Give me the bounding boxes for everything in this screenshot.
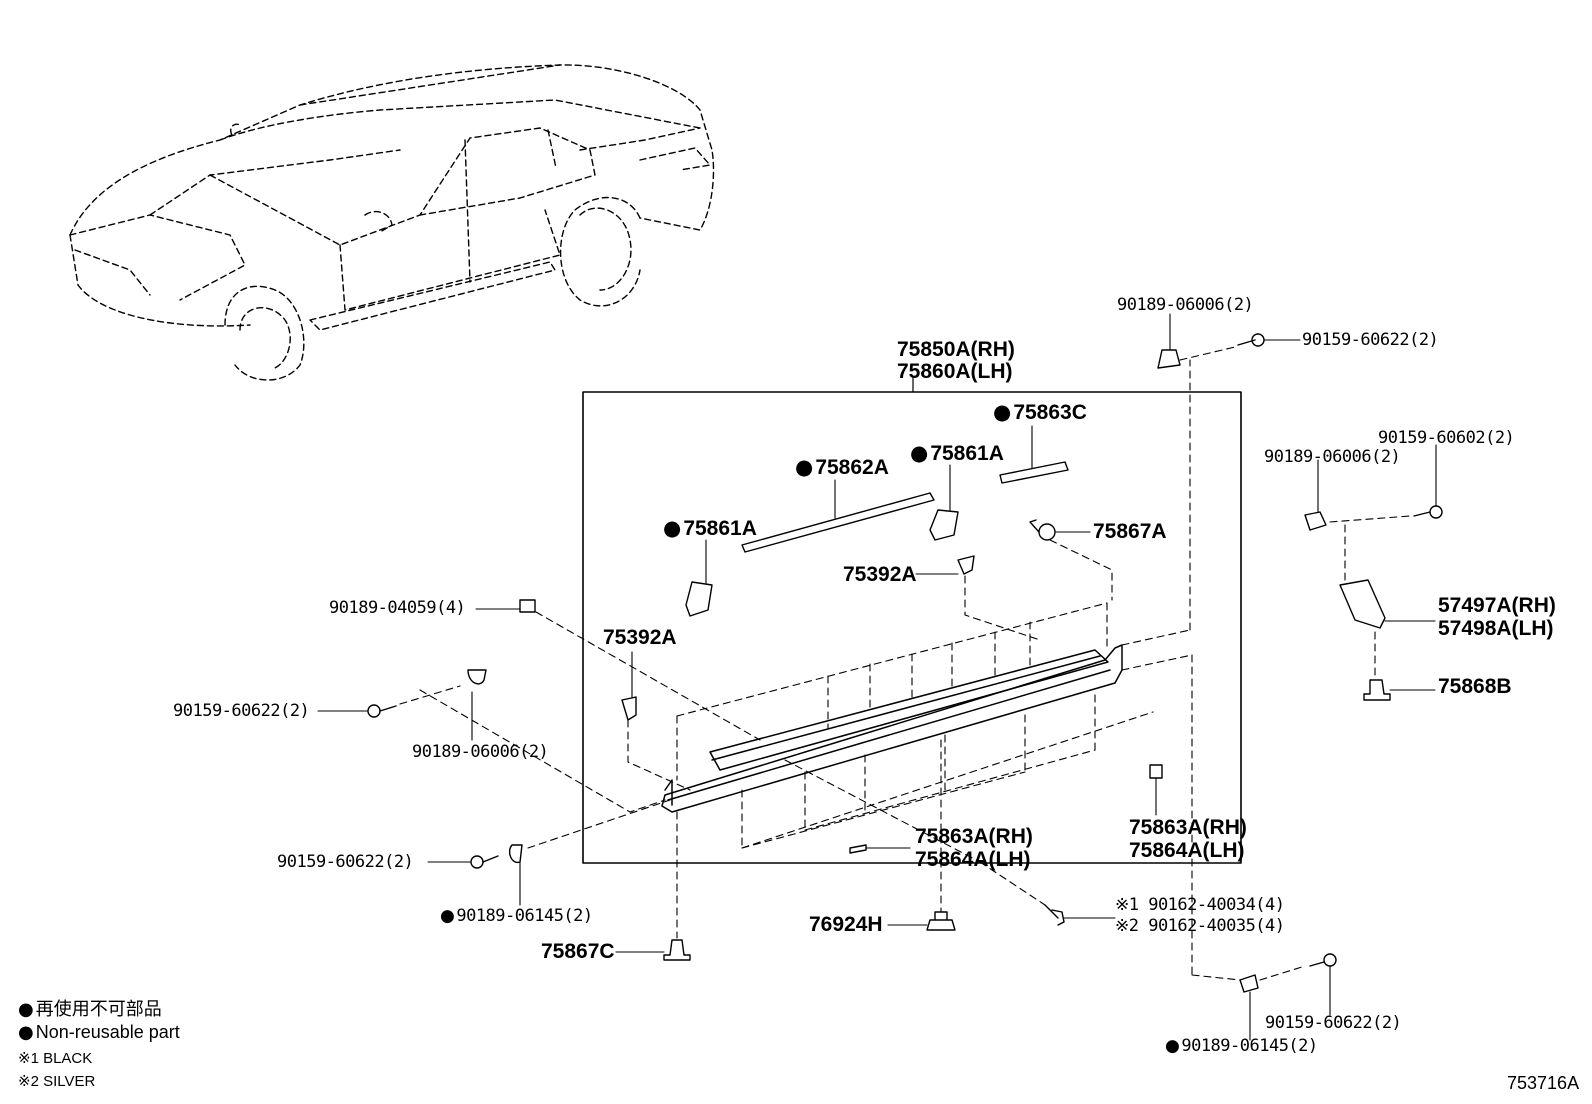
part-75392a-lower-label: 75392A [603,626,677,649]
part-57497a-label: 57497A(RH) [1438,594,1556,617]
bracket-57497a [1339,579,1386,629]
end-cap-upper [929,509,959,541]
clip-75392a-lower [621,696,637,721]
part-90189-04059-label: 90189-04059(4) [329,598,466,618]
part-90162-40035-label: ※2 90162-40035(4) [1115,916,1285,936]
nut-90189-06006-right [1304,511,1327,531]
legend-non-reusable-jp: 再使用不可部品 [18,995,162,1021]
screw-right [1429,505,1443,519]
rocker-panel-moulding [661,644,1123,813]
nut-90189-06006-top [1157,349,1181,369]
part-90189-06006-left-label: 90189-06006(2) [412,742,549,762]
moulding-strip-75862a [741,492,935,553]
part-75863a-mid-rh-label: 75863A(RH) [915,825,1033,848]
screw-br [1323,953,1337,967]
part-90159-60622-left-label: 90159-60622(2) [173,701,310,721]
part-90159-60602-label: 90159-60602(2) [1378,428,1515,448]
part-75868b-label: 75868B [1438,675,1512,698]
garnish-strip-75863c [999,461,1069,484]
part-75864a-mid-lh-label: 75864A(LH) [915,848,1031,871]
clip-75392a-upper [957,555,975,575]
car-illustration [69,64,715,381]
end-cap-lower [685,581,713,617]
part-90189-06006-top-label: 90189-06006(2) [1117,295,1254,315]
clip-locator-lines [676,359,1193,976]
part-75861a-upper-label: 75861A [910,443,1004,464]
assembly-box [582,391,1242,864]
assembly-rh-label: 75850A(RH) [897,338,1015,361]
part-75862a-label: 75862A [795,457,889,478]
grommet-left [467,669,487,685]
screw-left-upper [367,704,381,718]
grommet-left-lower [508,844,523,864]
part-90159-60622-br-label: 90159-60622(2) [1265,1013,1402,1033]
part-57498a-label: 57498A(LH) [1438,617,1554,640]
part-90189-06006-right-label: 90189-06006(2) [1264,447,1401,467]
clip-75867a [1038,523,1056,541]
legend-non-reusable-en: Non-reusable part [18,1022,180,1043]
clip-75867c [663,939,691,961]
part-90189-06145-left-label: 90189-06145(2) [440,906,593,926]
part-75392a-upper-label: 75392A [843,563,917,586]
part-90189-06145-br-label: 90189-06145(2) [1165,1036,1318,1056]
grommet-br [1239,974,1259,993]
part-76924h-label: 76924H [809,913,883,936]
part-75863a-right-rh-label: 75863A(RH) [1129,816,1247,839]
part-75867c-label: 75867C [541,940,615,963]
figure-id: 753716A [1507,1073,1580,1093]
legend-silver: ※2 SILVER [18,1073,96,1090]
clip-75868b [1363,679,1391,701]
nut-90189-04059 [519,599,536,613]
part-75863c-label: 75863C [993,402,1087,423]
part-75861a-lower-label: 75861A [663,518,757,539]
part-75864a-right-lh-label: 75864A(LH) [1129,839,1245,862]
part-90162-40034-label: ※1 90162-40034(4) [1115,895,1285,915]
fastener-76924h [926,911,956,931]
legend-black: ※1 BLACK [18,1050,93,1067]
part-90159-60622-top-label: 90159-60622(2) [1302,330,1439,350]
pin-75863a-mid [849,844,867,854]
pin-75863a-right [1149,764,1163,779]
part-75867a-label: 75867A [1093,520,1167,543]
screw-90162 [1044,904,1065,926]
screw-left-lower [470,855,484,869]
assembly-lh-label: 75860A(LH) [897,360,1013,383]
part-90159-60622-lower-label: 90159-60622(2) [277,852,414,872]
